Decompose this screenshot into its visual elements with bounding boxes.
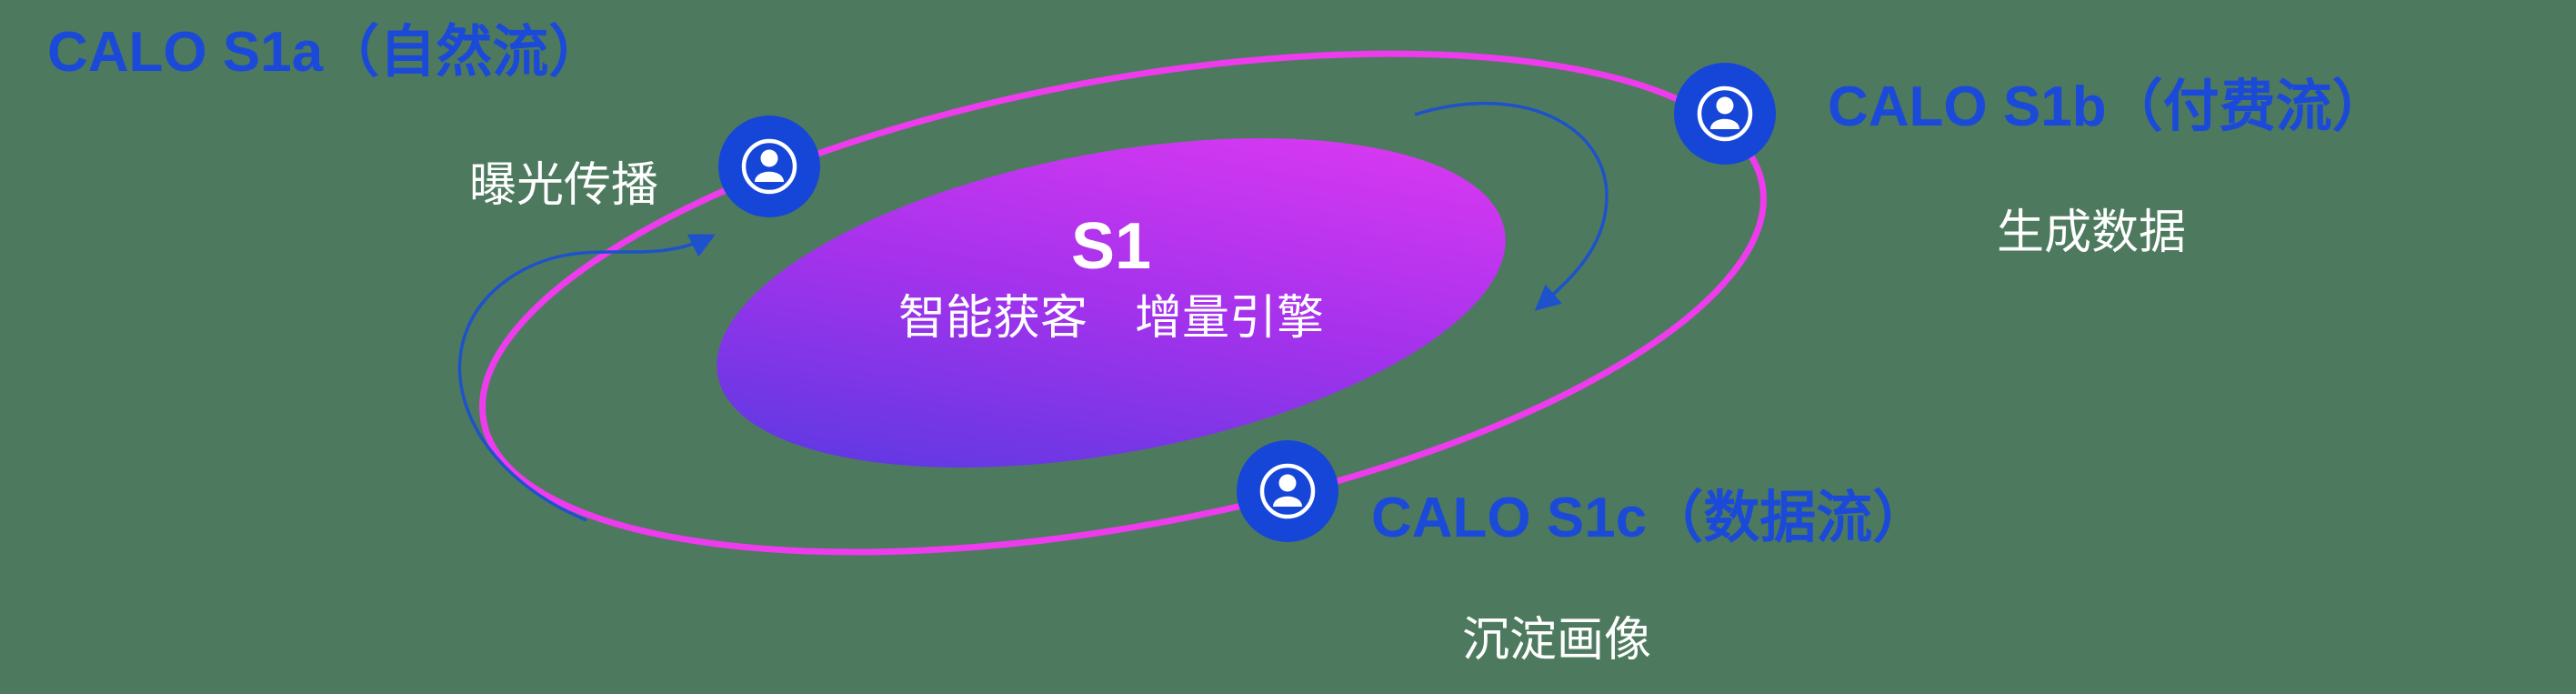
user-icon xyxy=(741,138,797,195)
satellite-label-s1a: CALO S1a（自然流） xyxy=(47,21,606,84)
satellite-label-s1b: CALO S1b（付费流） xyxy=(1828,75,2389,138)
flow-arrow-left xyxy=(457,234,717,522)
satellite-node-s1b xyxy=(1674,63,1776,165)
user-icon xyxy=(1259,463,1316,519)
satellite-sublabel-s1c: 沉淀画像 xyxy=(1461,614,1652,667)
satellite-label-s1c: CALO S1c（数据流） xyxy=(1371,487,1929,549)
satellite-node-s1c xyxy=(1237,440,1338,542)
flow-arrow-top-right xyxy=(1414,101,1609,311)
satellite-sublabel-s1b: 生成数据 xyxy=(1996,206,2187,259)
user-icon xyxy=(1697,85,1753,142)
satellite-node-s1a xyxy=(718,116,820,217)
core-ellipse xyxy=(717,138,1506,468)
orbit-ring xyxy=(479,50,1767,556)
satellite-sublabel-s1a: 曝光传播 xyxy=(468,159,659,212)
core-title: S1 xyxy=(1070,210,1152,283)
core-subtitle: 智能获客 增量引擎 xyxy=(897,292,1325,345)
